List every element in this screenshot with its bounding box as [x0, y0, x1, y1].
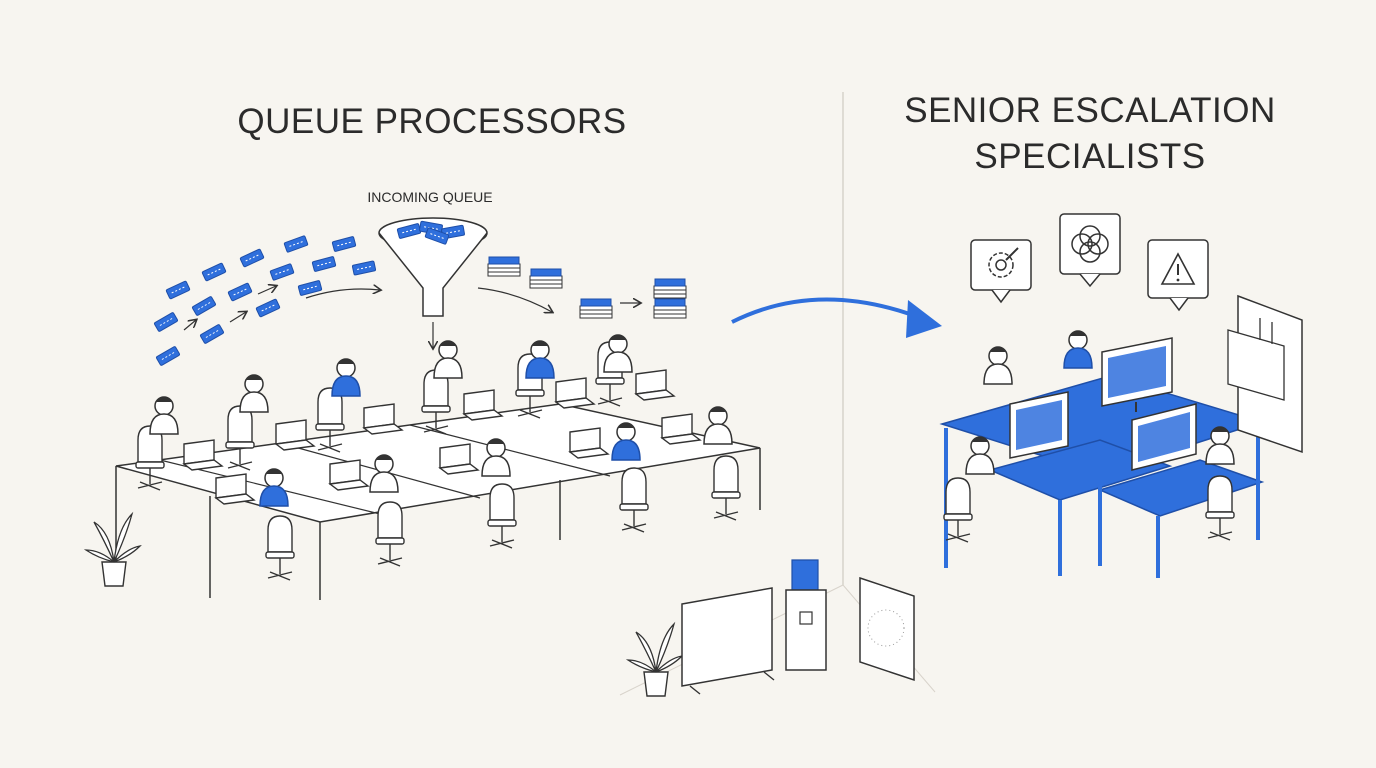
specialist-desks — [939, 375, 1265, 578]
title-line-2: SPECIALISTS — [974, 137, 1206, 176]
funnel-icon — [378, 217, 488, 348]
queue-processors-title: QUEUE PROCESSORS — [237, 102, 627, 141]
incoming-queue-label: INCOMING QUEUE — [367, 189, 493, 205]
incoming-tickets — [153, 235, 380, 367]
senior-escalation-specialists-title: SENIOR ESCALATION SPECIALISTS — [880, 88, 1300, 180]
processed-ticket-stacks — [477, 256, 687, 319]
door-icon — [1227, 294, 1303, 454]
plant-icon — [85, 513, 141, 587]
water-cooler-icon — [785, 559, 827, 671]
knot-icon — [1059, 213, 1121, 288]
acoustic-panel-icon — [859, 576, 915, 682]
gear-wrench-icon — [970, 239, 1032, 304]
title-line-1: SENIOR ESCALATION — [904, 91, 1276, 130]
plant-icon — [627, 623, 683, 697]
specialist-workstations — [943, 330, 1235, 543]
escalation-arrowhead-icon — [906, 300, 942, 338]
warning-icon — [1147, 239, 1209, 312]
escalation-arrow-icon — [731, 297, 927, 324]
whiteboard-icon — [681, 587, 775, 695]
